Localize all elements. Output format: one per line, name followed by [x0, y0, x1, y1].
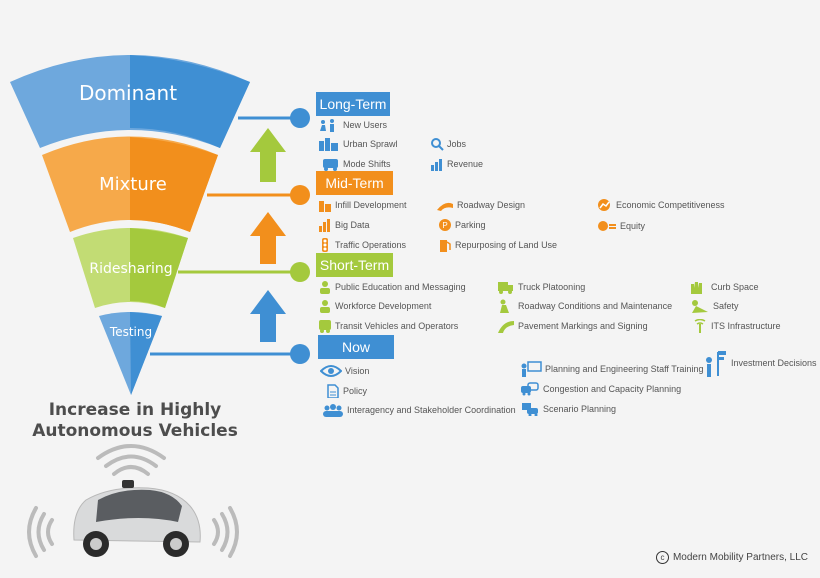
connector-dot-long-term [290, 108, 310, 128]
pavement-icon [498, 321, 514, 333]
term-now: Now [318, 335, 394, 359]
copyright: c Modern Mobility Partners, LLC [655, 551, 808, 564]
users-icon [320, 119, 334, 132]
economy-icon [598, 199, 610, 211]
arrow-up-orange [250, 212, 286, 264]
item-mode-shifts: Mode Shifts [322, 157, 391, 171]
item-traffic-operations: Traffic Operations [318, 238, 406, 252]
funnel-level-ridesharing-shade [130, 228, 188, 308]
item-pavement-markings: Pavement Markings and Signing [497, 319, 648, 333]
item-parking: P Parking [438, 218, 486, 232]
item-vision: Vision [320, 364, 369, 378]
parking-icon: P [439, 219, 451, 231]
headline-line-2: Autonomous Vehicles [32, 421, 238, 441]
item-big-data: Big Data [318, 218, 370, 232]
congestion-icon [521, 382, 539, 396]
arrow-up-blue [250, 290, 286, 342]
transit-icon [319, 320, 331, 333]
safety-icon [692, 300, 708, 313]
funnel-label-ridesharing: Ridesharing [89, 261, 172, 277]
item-jobs: Jobs [430, 137, 466, 151]
item-workforce-development: Workforce Development [318, 299, 431, 313]
item-interagency-coordination: Interagency and Stakeholder Coordination [322, 403, 516, 417]
magnifier-icon [431, 138, 444, 151]
funnel-level-mixture-shade [130, 137, 218, 232]
item-scenario-planning: Scenario Planning [520, 402, 616, 416]
funnel-level-dominant-shade [130, 55, 250, 148]
copyright-text: Modern Mobility Partners, LLC [672, 552, 808, 563]
eye-icon [320, 365, 342, 377]
signal-waves-top [96, 444, 166, 476]
item-policy: Policy [326, 384, 367, 398]
scenario-icon [522, 403, 538, 416]
headline-line-1: Increase in Highly [48, 400, 222, 420]
item-congestion-planning: Congestion and Capacity Planning [520, 382, 681, 396]
growth-chart-icon [431, 159, 442, 171]
equity-icon [598, 221, 616, 231]
bar-chart-icon [319, 219, 330, 232]
item-roadway-design: Roadway Design [436, 198, 525, 212]
item-roadway-conditions: Roadway Conditions and Maintenance [497, 299, 672, 313]
item-investment-decisions: Investment Decisions [704, 348, 817, 378]
hand-icon [691, 282, 702, 294]
item-truck-platooning: Truck Platooning [497, 280, 585, 294]
city-icon [319, 138, 338, 151]
presenter-icon [320, 281, 330, 294]
autonomous-car-icon [73, 480, 201, 557]
item-new-users: New Users [318, 118, 387, 132]
funnel-label-testing: Testing [109, 325, 152, 339]
headline: Increase in Highly Autonomous Vehicles [20, 400, 250, 442]
funnel-label-dominant: Dominant [79, 81, 177, 105]
item-curb-space: Curb Space [688, 280, 759, 294]
road-worker-icon [500, 299, 509, 313]
truck-icon [498, 282, 513, 294]
item-repurposing-land-use: Repurposing of Land Use [438, 238, 557, 252]
worker-icon [320, 300, 330, 313]
fuel-pump-icon [440, 240, 451, 252]
funnel-level-testing-shade [130, 312, 162, 395]
signal-waves-right [212, 506, 239, 558]
arrow-up-green [250, 128, 286, 182]
item-economic-competitiveness: Economic Competitiveness [597, 198, 725, 212]
buildings-icon [319, 201, 331, 212]
traffic-light-icon [322, 238, 328, 252]
item-revenue: Revenue [430, 157, 483, 171]
connector-dot-short-term [290, 262, 310, 282]
group-icon [323, 404, 343, 417]
connector-dot-now [290, 344, 310, 364]
funnel-label-mixture: Mixture [99, 174, 167, 195]
item-infill-development: Infill Development [318, 198, 407, 212]
item-staff-training: Planning and Engineering Staff Training [520, 361, 703, 377]
connector-dot-mid-term [290, 185, 310, 205]
training-icon [521, 361, 542, 377]
road-icon [437, 202, 453, 211]
antenna-icon [694, 319, 706, 333]
svg-text:P: P [442, 221, 447, 230]
item-transit-vehicles: Transit Vehicles and Operators [318, 319, 458, 333]
term-long-term: Long-Term [316, 92, 390, 116]
copyright-icon: c [655, 551, 669, 564]
item-public-education: Public Education and Messaging [318, 280, 466, 294]
document-icon [327, 384, 339, 398]
term-short-term: Short-Term [316, 253, 393, 277]
item-its-infrastructure: ITS Infrastructure [692, 319, 781, 333]
item-safety: Safety [690, 299, 739, 313]
item-equity: Equity [597, 219, 645, 233]
signal-waves-left [27, 506, 54, 558]
investment-icon [706, 351, 726, 377]
item-urban-sprawl: Urban Sprawl [318, 137, 398, 151]
bus-icon [323, 159, 338, 171]
term-mid-term: Mid-Term [316, 171, 393, 195]
